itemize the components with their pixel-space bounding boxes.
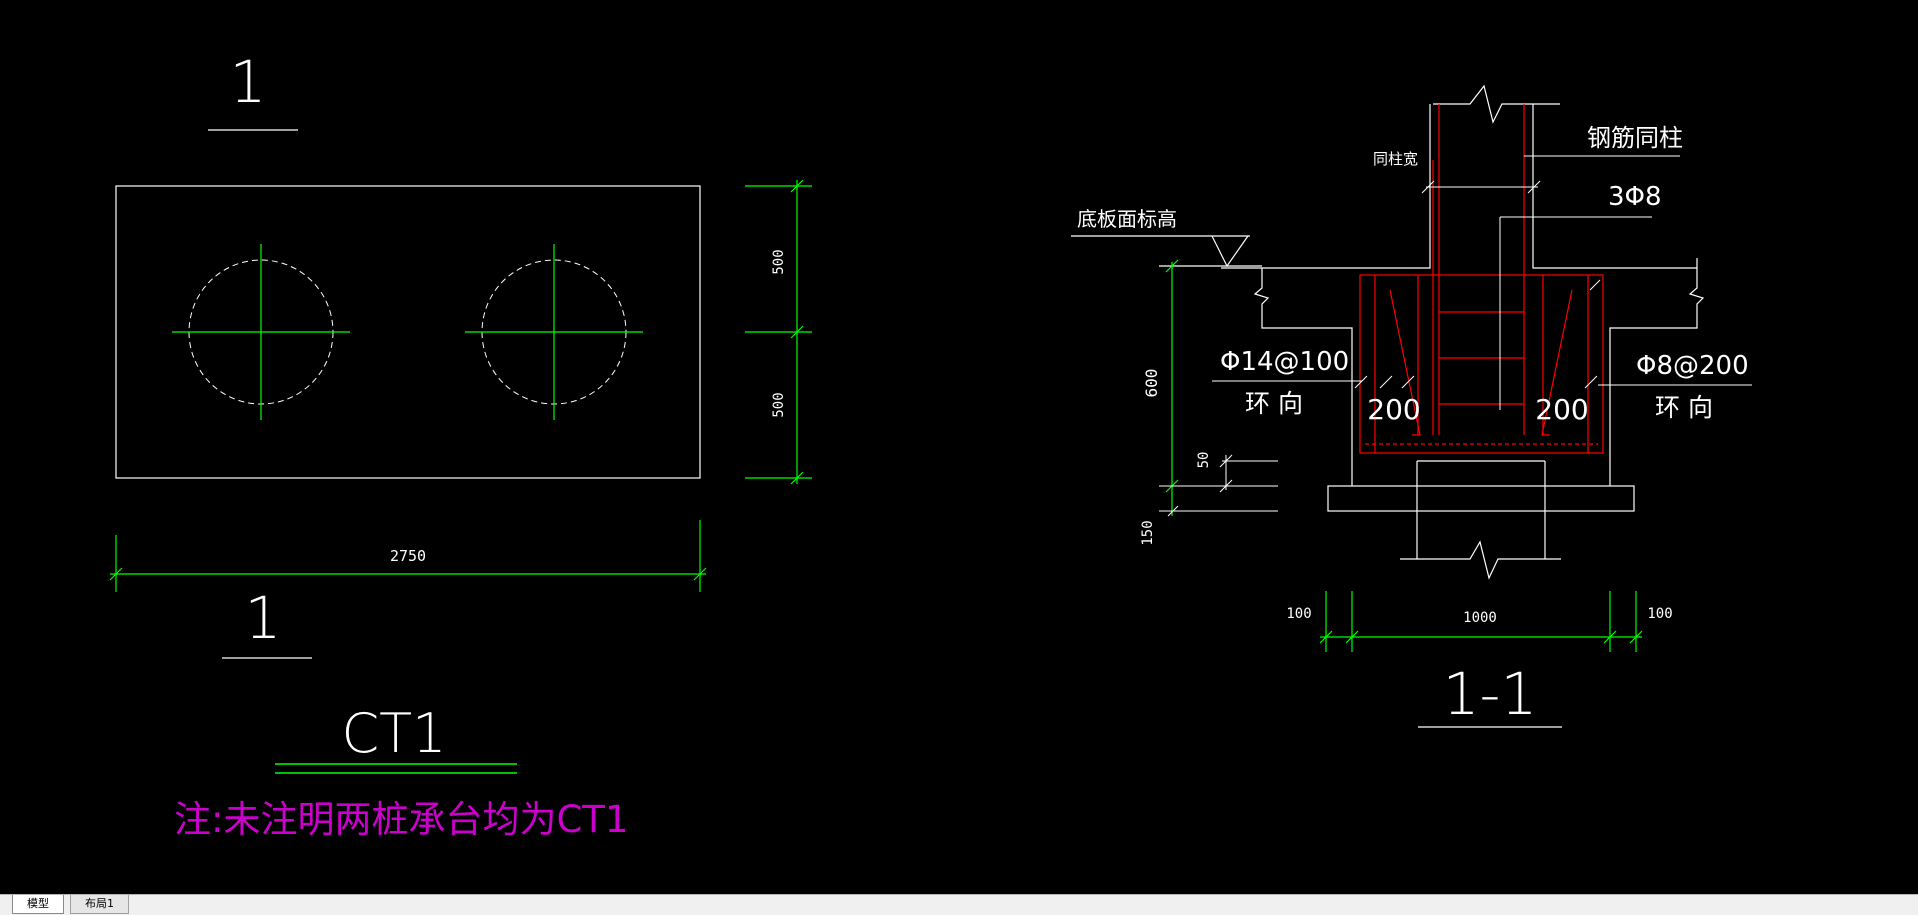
section-view: 钢筋同柱 同柱宽 3Φ8 底板面标高 Φ14@100 环 向 Φ8@200 环 … [1071,84,1752,728]
dim-bottom-offset: 50 [1196,452,1212,469]
section-dimension-vertical [1165,259,1179,516]
label-left-rebar: Φ14@100 [1220,347,1349,377]
tab-model[interactable]: 模型 [12,895,64,914]
dim-right-lower: 500 [771,392,787,417]
rebar-cage[interactable] [1359,104,1604,454]
section-marker-bottom: 1 [245,584,282,652]
dim-right-upper: 500 [771,249,787,274]
label-right-rebar-dir: 环 向 [1655,393,1713,422]
column-outline [1221,84,1697,269]
label-left-rebar-dir: 环 向 [1245,389,1303,418]
slab-left [1253,268,1353,486]
plan-dimension-vertical [745,179,812,485]
plan-view: 1 500 500 2750 [109,48,812,841]
drawing-canvas[interactable]: 1 500 500 2750 [0,0,1918,894]
section-marker-top: 1 [230,48,267,116]
cushion-layer [1327,485,1635,512]
dim-width: 1000 [1463,610,1497,626]
dim-right-ext: 100 [1647,606,1672,622]
label-stirrups: 3Φ8 [1608,182,1662,212]
layout-tab-bar: 模型 布局1 [0,894,1918,915]
slab-right [1609,258,1705,486]
label-same-column-width: 同柱宽 [1373,150,1418,168]
label-right-rebar: Φ8@200 [1636,351,1749,381]
tab-layout1[interactable]: 布局1 [70,895,129,914]
label-slab-top-elevation: 底板面标高 [1077,207,1177,231]
dim-left-ext: 100 [1286,606,1311,622]
dim-left-inner: 200 [1367,393,1420,426]
section-dimension-small [1159,454,1278,517]
plan-dimension-horizontal [109,520,707,592]
pile-cap-outline[interactable] [115,185,701,479]
dim-right-inner: 200 [1535,393,1588,426]
section-title: 1-1 [1443,660,1538,728]
section-dimension-horizontal [1319,591,1643,652]
dim-cushion: 150 [1140,520,1156,545]
label-rebar-same-as-column: 钢筋同柱 [1587,124,1683,152]
column-width-dim [1421,180,1541,194]
elevation-symbol [1071,235,1262,268]
pile-below [1400,460,1561,580]
dim-height: 600 [1142,369,1161,398]
dim-bottom-length: 2750 [390,547,426,565]
plan-title: CT1 [341,702,446,765]
leader-lines [1212,155,1752,410]
plan-note: 注:未注明两桩承台均为CT1 [174,798,628,841]
